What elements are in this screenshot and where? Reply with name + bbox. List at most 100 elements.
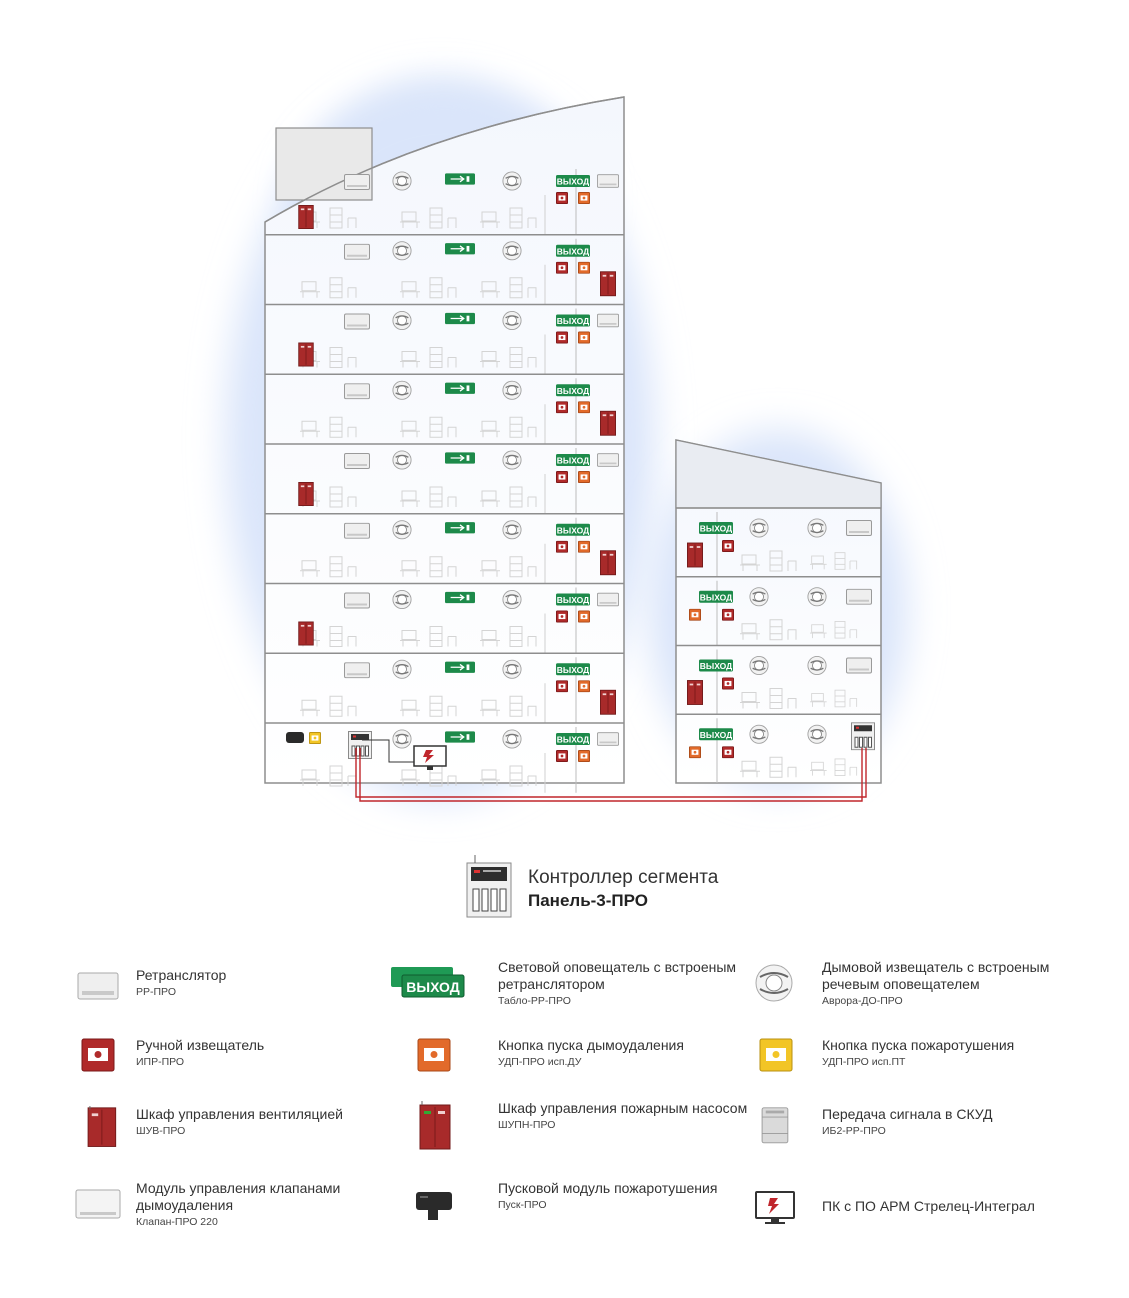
smoke-detector [392,589,412,610]
smoke-detector [502,171,522,191]
legend-model: Аврора-ДО-ПРО [822,995,903,1007]
legend-title: Пусковой модуль пожаротушения [498,1180,718,1196]
legend-title: ПК с ПО АРМ Стрелец-Интеграл [822,1198,1035,1214]
repeater [344,453,370,469]
launch-module [286,732,304,743]
extinguishing-button [309,732,321,744]
smoke-detector [392,450,412,470]
exit-sign-label: ВЫХОД [557,595,589,605]
repeater [597,313,619,328]
floor: ВЫХОД [265,234,624,305]
legend-title: Ретранслятор [136,967,227,983]
repeater [344,174,370,190]
smoke-detector [392,520,412,540]
exit-sign: ВЫХОД [699,659,733,672]
floor: ВЫХОД [676,576,881,646]
exit-sign-label: ВЫХОД [557,246,589,256]
legend-model: ШУВ-ПРО [136,1125,186,1137]
manual-call-point [556,471,568,483]
pc-workstation [413,745,447,770]
floor: ВЫХОД [298,169,619,235]
exit-arrow-sign [445,521,475,534]
legend-model: ШУПН-ПРО [498,1119,556,1131]
controller-title: Контроллер сегмента [528,867,719,888]
manual-call-point [556,610,568,623]
smoke-detector [749,587,769,607]
smoke-detector [502,520,522,540]
smoke-removal-button [578,192,590,204]
exit-sign-label: ВЫХОД [557,456,589,466]
manual-call-point [722,540,734,552]
repeater [344,383,370,400]
exit-arrow-sign [445,312,475,325]
legend-model: УДП-ПРО исп.ПТ [822,1056,906,1068]
exit-arrow-sign [445,242,475,255]
repeater [846,520,872,536]
smoke-removal-button [578,331,590,344]
pump-cabinet-icon [419,1101,451,1150]
legend-model: УДП-ПРО исп.ДУ [498,1056,582,1068]
exit-sign-label: ВЫХОД [557,525,589,535]
exit-sign-label: ВЫХОД [557,735,589,745]
smoke-detector [749,518,769,538]
manual-call-point [556,192,568,204]
valve-module-icon [75,1189,121,1219]
exit-sign: ВЫХОД [556,593,590,606]
exit-arrow-sign [445,731,475,743]
exit-sign: ВЫХОД [556,523,590,536]
manual-call-point [556,261,568,274]
exit-arrow-sign [445,452,475,464]
ventilation-cabinet-icon [87,1106,117,1147]
exit-sign-label: ВЫХОД [700,592,732,602]
smoke-removal-button [578,540,590,553]
smoke-detector [392,380,412,400]
legend-title: Шкаф управления вентиляцией [136,1106,343,1122]
manual-call-point [722,746,734,759]
smoke-detector [502,450,522,470]
smoke-removal-button [578,471,590,483]
legend-title: Шкаф управления пожарным насосом [498,1100,748,1116]
exit-sign: ВЫХОД [556,175,590,187]
smoke-detector [392,659,412,679]
manual-call-point [722,677,734,690]
smoke-detector-icon [755,964,793,1002]
ventilation-cabinet [600,410,616,436]
controller-panel [851,722,875,751]
exit-sign: ВЫХОД [556,314,590,327]
smoke-detector [807,655,827,676]
smoke-removal-button [689,746,701,759]
exit-sign: ВЫХОД [556,454,590,466]
legend-title: Кнопка пуска дымоудаления [498,1037,684,1053]
smoke-removal-button [578,680,590,693]
ventilation-cabinet [600,550,616,576]
floor: ВЫХОД [265,513,624,584]
ventilation-cabinet [298,342,314,367]
floor: ВЫХОД [265,582,624,654]
smoke-detector [502,589,522,610]
exit-arrow-sign [445,591,475,604]
legend-model: Табло-РР-ПРО [498,995,571,1007]
smoke-removal-button [578,261,590,274]
repeater [344,592,370,609]
exit-sign: ВЫХОД [699,590,733,603]
exit-sign: ВЫХОД [556,244,590,257]
repeater [597,174,619,188]
exit-sign-label: ВЫХОД [557,665,589,675]
smoke-removal-button [578,610,590,623]
smoke-removal-button [578,401,590,414]
ventilation-cabinet [298,621,314,646]
smoke-detector [807,518,827,538]
repeater [344,662,370,679]
legend-model: ИПР-ПРО [136,1056,185,1068]
exit-sign-label: ВЫХОД [557,177,589,187]
exit-arrow-sign [445,173,475,185]
legend-title: Световой оповещатель с встроеным ретранс… [498,959,737,992]
exit-sign-label: ВЫХОД [700,524,732,534]
launch-module-icon [416,1192,452,1220]
legend-model: Пуск-ПРО [498,1199,547,1211]
floor: ВЫХОД [265,443,624,514]
legend-model: РР-ПРО [136,986,176,998]
exit-sign: ВЫХОД [699,522,733,534]
manual-call-point [556,680,568,693]
